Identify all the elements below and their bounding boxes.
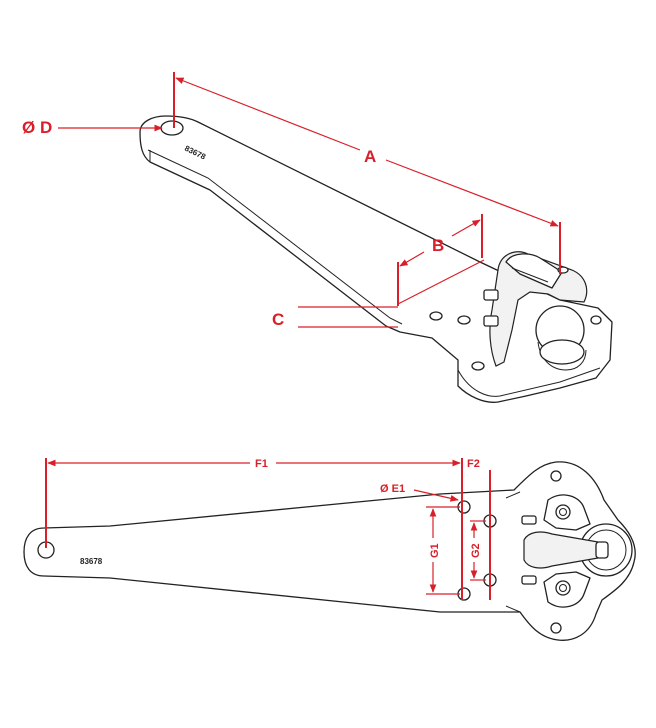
dim-b-line-2 — [451, 219, 481, 237]
dimension-b: B — [397, 214, 485, 306]
dim-f1-label: F1 — [255, 458, 268, 470]
dim-g2-label: G2 — [470, 543, 482, 558]
side-lug-plan-2 — [521, 575, 537, 585]
dim-dia-e1-leader — [413, 489, 459, 502]
dimension-g1: G1 — [426, 506, 460, 595]
dim-a-line-1 — [175, 77, 361, 151]
dimension-c: C — [272, 306, 398, 329]
dim-g1-label: G1 — [429, 543, 441, 558]
drawbar-arm-plan — [23, 461, 636, 641]
dimension-f1: F1 — [45, 458, 463, 600]
coupling-bolt-plan-1 — [555, 504, 571, 520]
dimension-dia-d: Ø D — [22, 118, 163, 137]
dim-dia-e1-label: Ø E1 — [380, 483, 405, 495]
tow-eye-hole-iso — [160, 120, 184, 136]
coupling-bolt-plan-2-inner — [559, 584, 567, 592]
drawbar-edge-iso — [147, 149, 403, 325]
dim-b-label: B — [432, 236, 444, 255]
part-number-plan: 83678 — [80, 557, 103, 566]
side-bolt-iso-1 — [483, 289, 499, 301]
side-bolt-iso-2 — [483, 315, 499, 327]
dim-b-ref-line — [397, 259, 485, 305]
dim-c-label: C — [272, 310, 284, 329]
mount-hole-iso-3 — [471, 361, 485, 371]
isometric-view: 83678 — [139, 115, 613, 403]
dim-b-line-1 — [399, 251, 425, 267]
tow-ball-base-iso — [539, 339, 585, 365]
mount-hole-iso-1 — [429, 311, 443, 321]
dim-dia-d-label: Ø D — [22, 118, 52, 137]
plate-face-plan — [505, 491, 521, 613]
plate-edge-iso — [457, 367, 601, 397]
mount-hole-plan-5 — [550, 470, 562, 482]
coupling-bolt-plan-2 — [555, 580, 571, 596]
side-lug-plan-1 — [521, 515, 537, 525]
coupling-housing-iso — [489, 251, 588, 367]
dimension-dia-e1: Ø E1 — [380, 483, 459, 502]
dimension-g2: G2 — [470, 520, 486, 581]
mount-hole-plan-6 — [550, 622, 562, 634]
dim-a-label: A — [364, 147, 376, 166]
dim-f2-label: F2 — [467, 458, 480, 470]
plan-view: 83678 — [23, 461, 636, 641]
coupling-handle-iso — [505, 253, 563, 289]
coupling-bolt-plan-1-inner — [559, 508, 567, 516]
mount-hole-iso-4 — [590, 315, 602, 325]
dimension-f2: F2 — [467, 458, 491, 600]
dim-a-line-2 — [385, 159, 559, 227]
handle-grip-plan — [595, 541, 609, 559]
mount-hole-iso-2 — [457, 315, 471, 325]
coupling-handle-line-iso — [511, 267, 549, 283]
dimension-a: A — [173, 72, 561, 274]
